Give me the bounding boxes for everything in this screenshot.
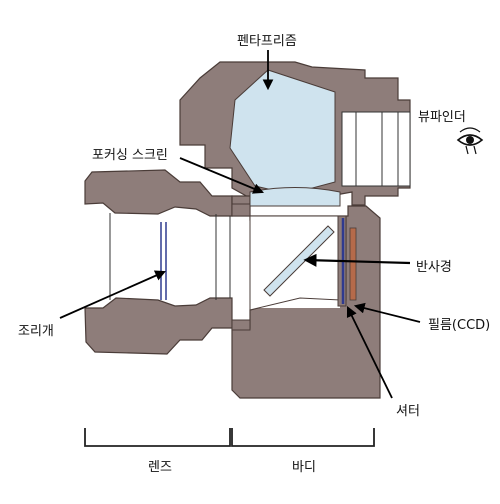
label-pentaprism: 펜타프리즘 bbox=[237, 30, 297, 49]
viewfinder-window bbox=[342, 112, 410, 186]
lens-barrel-top bbox=[85, 170, 232, 216]
lens-mount-step-bottom bbox=[232, 320, 250, 330]
lens-bracket bbox=[85, 428, 230, 446]
label-mirror: 반사경 bbox=[416, 256, 452, 275]
label-body: 바디 bbox=[292, 456, 316, 475]
focusing-screen bbox=[250, 188, 340, 207]
label-shutter: 셔터 bbox=[396, 400, 420, 419]
camera-body-top bbox=[180, 62, 410, 205]
label-aperture: 조리개 bbox=[18, 320, 54, 339]
lens-barrel-bottom bbox=[85, 298, 232, 354]
lens-mount-step-top bbox=[232, 204, 250, 216]
eye-icon bbox=[458, 128, 482, 154]
lens-barrel bbox=[85, 170, 232, 354]
label-viewfinder: 뷰파인더 bbox=[418, 106, 466, 125]
camera-body-main bbox=[232, 188, 380, 399]
film-strip bbox=[350, 228, 356, 300]
body-bracket bbox=[232, 428, 374, 446]
label-focusing-screen: 포커싱 스크린 bbox=[92, 144, 168, 163]
label-lens: 렌즈 bbox=[148, 456, 172, 475]
label-film: 필름(CCD) bbox=[428, 314, 490, 333]
